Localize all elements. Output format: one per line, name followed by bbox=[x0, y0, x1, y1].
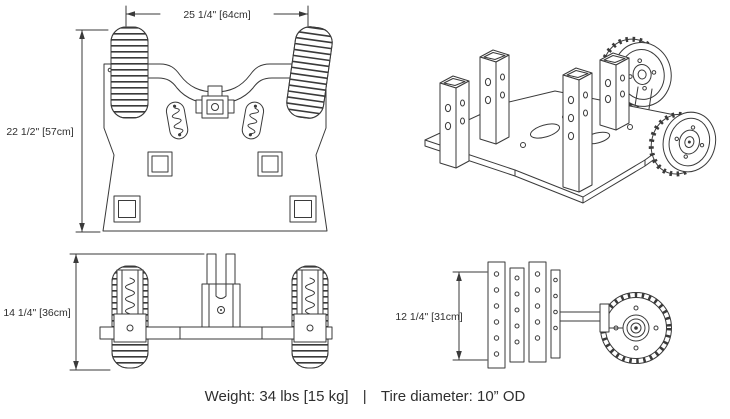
top-view-drawing: 25 1/4" [64cm] 22 1/2" [57cm] bbox=[6, 5, 335, 233]
side-wheel bbox=[600, 292, 672, 364]
top-left-wheel bbox=[110, 26, 149, 119]
top-width-dimension: 25 1/4" [64cm] bbox=[125, 5, 309, 27]
dimension-label-front-height: 14 1/4" [36cm] bbox=[3, 307, 70, 319]
front-view-drawing: 14 1/4" [36cm] bbox=[3, 253, 333, 371]
iso-post-front-left bbox=[439, 75, 470, 169]
front-right-post bbox=[293, 269, 327, 343]
center-clamp bbox=[195, 85, 235, 119]
isometric-view-drawing bbox=[424, 36, 717, 204]
iso-post-right bbox=[599, 52, 630, 131]
post-pocket-mid-left bbox=[147, 151, 173, 177]
side-posts bbox=[487, 261, 561, 369]
iso-post-back-left bbox=[479, 49, 510, 145]
top-right-wheel bbox=[284, 24, 335, 121]
tire-diameter-text: Tire diameter: 10” OD bbox=[380, 388, 526, 405]
side-height-dimension: 12 1/4" [31cm] bbox=[395, 271, 488, 361]
front-height-dimension: 14 1/4" [36cm] bbox=[3, 253, 205, 371]
iso-post-center bbox=[562, 67, 593, 193]
side-arm bbox=[559, 303, 624, 333]
iso-right-wheel bbox=[648, 111, 717, 177]
post-pocket-bottom-left bbox=[113, 195, 141, 223]
caption-separator: | bbox=[362, 388, 367, 405]
figure-caption: Weight: 34 lbs [15 kg] | Tire diameter: … bbox=[0, 388, 730, 405]
front-center-fork bbox=[201, 253, 241, 328]
spring-slot-left bbox=[165, 101, 189, 140]
dimension-label-top-width: 25 1/4" [64cm] bbox=[183, 9, 250, 21]
front-left-post bbox=[113, 269, 147, 343]
post-pocket-bottom-right bbox=[289, 195, 317, 223]
top-height-dimension: 22 1/2" [57cm] bbox=[6, 29, 109, 233]
spring-slot-right bbox=[241, 101, 265, 140]
weight-text: Weight: 34 lbs [15 kg] bbox=[204, 388, 349, 405]
side-view-drawing: 12 1/4" [31cm] bbox=[395, 261, 672, 369]
post-pocket-mid-right bbox=[257, 151, 283, 177]
dimension-label-top-height: 22 1/2" [57cm] bbox=[6, 126, 73, 138]
dimension-label-side-height: 12 1/4" [31cm] bbox=[395, 311, 462, 323]
